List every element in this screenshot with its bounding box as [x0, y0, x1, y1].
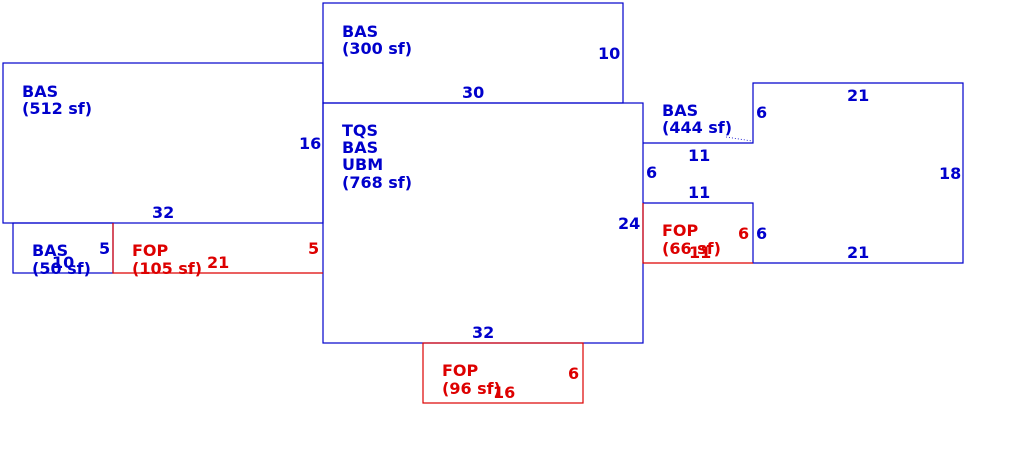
dim-fop-66-right-inner: 6 — [738, 224, 749, 243]
fop-96-label: FOP (96 sf) — [442, 361, 501, 398]
dim-bas-512-bottom: 32 — [152, 203, 174, 222]
fop-96-outline — [422, 342, 584, 404]
dim-fop-96-right: 6 — [568, 364, 579, 383]
dim-main-right: 24 — [618, 214, 640, 233]
bas-50-label: BAS (50 sf) — [32, 241, 91, 278]
dim-wing-top: 21 — [847, 86, 869, 105]
fop-105-label: FOP (105 sf) — [132, 241, 202, 278]
dim-fop-66-right-outer: 6 — [756, 224, 767, 243]
bas-444-label: BAS (444 sf) — [662, 101, 732, 137]
dim-bas-512-right: 16 — [299, 134, 321, 153]
dim-fop-96-bottom: 16 — [493, 383, 515, 402]
dim-fop-105-bottom: 21 — [207, 253, 229, 272]
dim-fop-66-bottom: 11 — [689, 243, 711, 262]
bas-512-label: BAS (512 sf) — [22, 82, 92, 118]
dim-wing-mid-top: 11 — [688, 146, 710, 165]
bas-300-label: BAS (300 sf) — [342, 22, 412, 58]
dim-bas-300-right: 10 — [598, 44, 620, 63]
fop-66-outline — [642, 203, 753, 264]
dim-wing-top-left: 6 — [756, 103, 767, 122]
dim-wing-right: 18 — [939, 164, 961, 183]
dim-bas-50-bottom: 10 — [52, 253, 74, 272]
dim-wing-neck-left: 6 — [646, 163, 657, 182]
bas-444-outline — [643, 82, 964, 264]
main-768-label: TQS BAS UBM (768 sf) — [342, 121, 412, 192]
dim-bas-300-bottom: 30 — [462, 83, 484, 102]
label-leader — [725, 136, 753, 142]
dim-fop-105-right: 5 — [308, 239, 319, 258]
dim-wing-bottom: 21 — [847, 243, 869, 262]
dim-wing-mid-bottom: 11 — [688, 183, 710, 202]
fop-66-label: FOP (66 sf) — [662, 221, 721, 258]
dim-bas-50-right: 5 — [99, 239, 110, 258]
dim-main-bottom: 32 — [472, 323, 494, 342]
fop-105-outline — [112, 223, 323, 274]
